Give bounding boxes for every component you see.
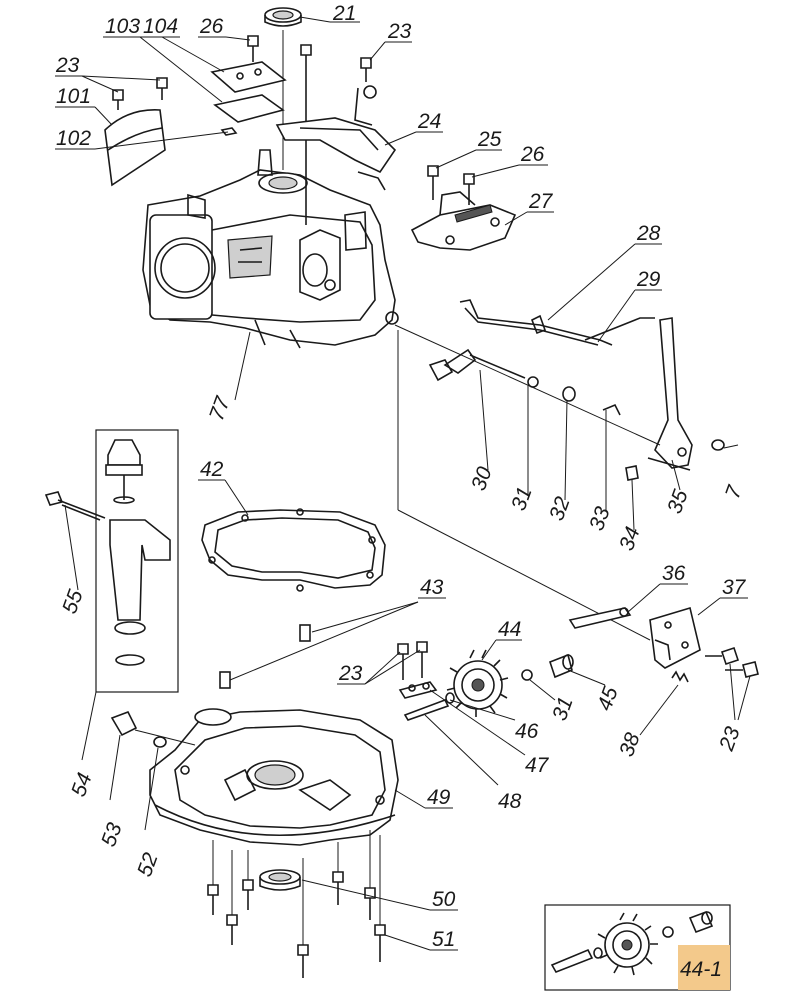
callout-55: 55 — [58, 587, 88, 617]
callout-31-upper: 31 — [507, 484, 537, 514]
oil-filler-assembly — [44, 429, 179, 693]
callout-24: 24 — [417, 110, 441, 133]
inset-label: 44-1 — [680, 958, 722, 981]
inset-governor-kit — [544, 904, 731, 991]
callout-51: 51 — [432, 928, 455, 951]
callout-42: 42 — [200, 458, 224, 481]
callout-46: 46 — [515, 720, 539, 743]
callout-44: 44 — [498, 618, 521, 641]
governor-lever-bracket — [397, 330, 759, 683]
callout-26-right: 26 — [520, 143, 545, 166]
callout-104: 104 — [143, 15, 178, 38]
callout-35: 35 — [663, 487, 693, 517]
callout-50: 50 — [432, 888, 456, 911]
callout-37: 37 — [722, 576, 747, 599]
upper-small-parts — [104, 7, 517, 251]
governor-arm-assembly — [394, 317, 725, 481]
lower-bolts — [207, 830, 386, 978]
callout-102: 102 — [56, 127, 91, 150]
callout-52: 52 — [133, 850, 163, 880]
callout-45: 45 — [593, 684, 623, 714]
callout-23-top: 23 — [387, 20, 412, 43]
callout-23-right: 23 — [715, 724, 745, 755]
callout-23-gear: 23 — [338, 662, 363, 685]
callout-47: 47 — [525, 754, 550, 777]
callout-36: 36 — [662, 562, 686, 585]
linkage-rods — [459, 299, 655, 346]
callout-23-left: 23 — [55, 54, 80, 77]
crankcase-body — [142, 149, 399, 349]
callout-101: 101 — [56, 85, 91, 108]
callout-27: 27 — [528, 190, 554, 213]
callout-leaders — [55, 16, 751, 951]
callout-7: 7 — [721, 482, 747, 502]
callout-28: 28 — [636, 222, 661, 245]
callout-54: 54 — [67, 770, 97, 800]
callout-26-top: 26 — [199, 15, 224, 38]
callout-33: 33 — [585, 504, 615, 534]
callout-34: 34 — [615, 524, 645, 554]
lower-crankcase — [110, 708, 399, 891]
callout-25: 25 — [477, 128, 502, 151]
callout-103: 103 — [105, 15, 140, 38]
gasket-and-pins — [201, 508, 386, 689]
governor-gear-assembly — [397, 641, 574, 721]
callout-30: 30 — [467, 464, 497, 494]
callout-32: 32 — [545, 494, 575, 524]
callout-43: 43 — [420, 576, 444, 599]
callout-53: 53 — [97, 820, 127, 850]
callout-49: 49 — [427, 786, 451, 809]
callout-48: 48 — [498, 790, 522, 813]
callout-21: 21 — [332, 2, 356, 25]
callout-77: 77 — [205, 393, 235, 424]
callout-29: 29 — [636, 268, 661, 291]
